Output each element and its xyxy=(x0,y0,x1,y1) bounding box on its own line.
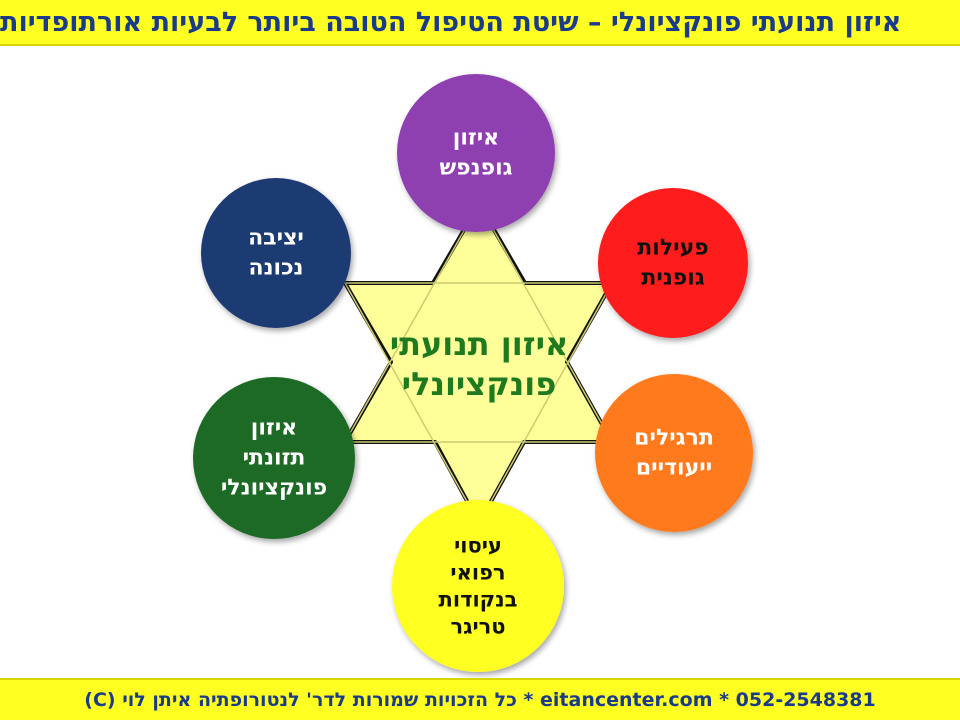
circle-node-bottom: עיסוי רפואי בנקודות טריגר xyxy=(392,500,564,672)
node-label-line: תרגילים xyxy=(634,426,714,451)
page-title: איזון תנועתי פונקציונלי – שיטת הטיפול הט… xyxy=(0,0,960,46)
circle-node-lower-right: תרגילים ייעודיים xyxy=(595,374,753,532)
node-label-line: בנקודות xyxy=(439,588,518,612)
circle-top xyxy=(397,74,555,232)
circle-upper-left xyxy=(201,178,351,328)
circle-node-top: איזון גופנפש xyxy=(397,74,555,232)
footer-credits: eitancenter.com * 052-2548381 * כל הזכוי… xyxy=(0,678,960,720)
star-triangle-outline-up xyxy=(343,202,614,443)
circle-node-upper-left: יציבה נכונה xyxy=(201,178,351,328)
circle-node-upper-right: פעילות גופנית xyxy=(598,188,748,338)
node-label-line: יציבה xyxy=(248,226,304,251)
circle-upper-right xyxy=(598,188,748,338)
circle-node-lower-left: איזון תזונתי פונקציונלי xyxy=(193,377,355,539)
circle-bottom xyxy=(392,500,564,672)
node-label-line: איזון תנועתי xyxy=(390,325,569,363)
node-label-line: גופנית xyxy=(641,266,704,291)
node-label-line: נכונה xyxy=(248,256,303,281)
node-label-line: טריגר xyxy=(450,615,505,639)
node-label-line: פונקציונלי xyxy=(221,476,327,501)
star-triangle-outline-down xyxy=(343,282,614,525)
node-label-line: פעילות xyxy=(637,236,709,261)
node-label-line: איזון xyxy=(251,416,297,441)
node-label-line: תזונתי xyxy=(243,446,306,471)
node-label-line: גופנפש xyxy=(440,156,513,181)
node-label-line: איזון xyxy=(453,126,499,151)
node-label-line: פונקציונלי xyxy=(402,365,557,403)
star-of-david xyxy=(343,202,614,525)
circle-lower-right xyxy=(595,374,753,532)
node-label-line: ייעודיים xyxy=(636,456,712,481)
node-label-line: עיסוי xyxy=(454,534,502,558)
circle-lower-left xyxy=(193,377,355,539)
node-label-line: רפואי xyxy=(450,561,505,585)
